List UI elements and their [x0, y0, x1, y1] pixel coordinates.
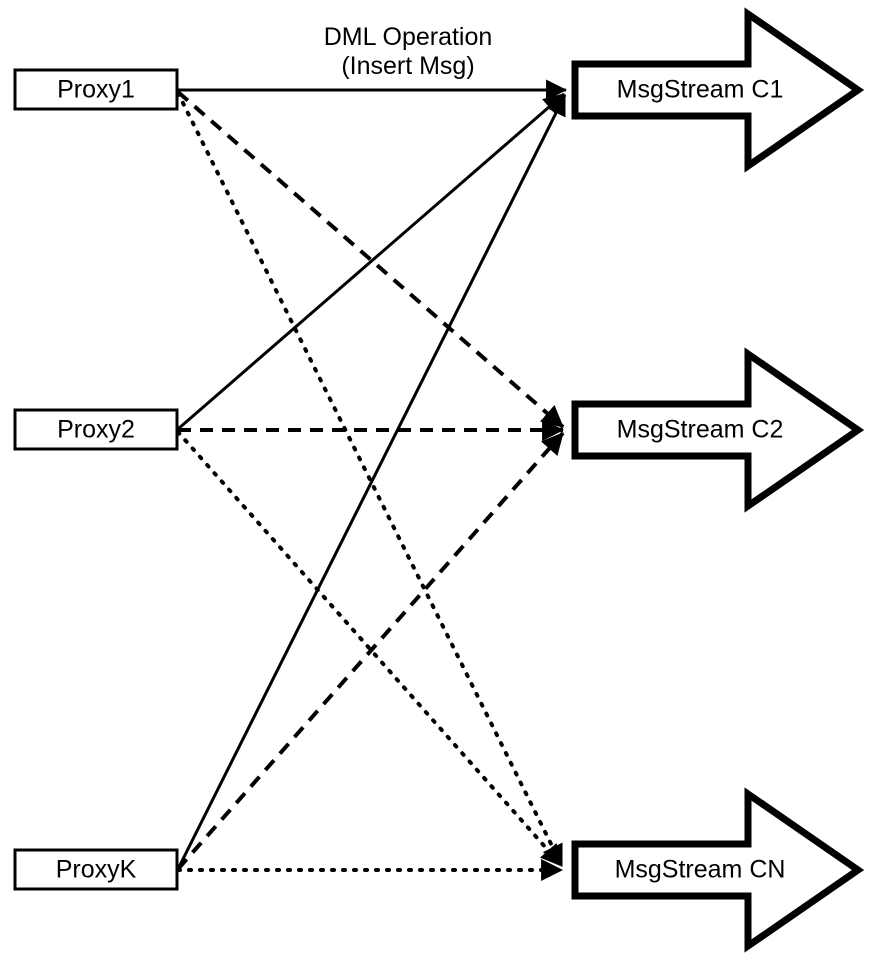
msgstream-cn-label: MsgStream CN — [615, 856, 786, 884]
edge-annotation-line2: (Insert Msg) — [341, 52, 474, 80]
node-proxy2[interactable]: Proxy2 — [13, 408, 179, 451]
msgstream-cn-arrow-shape[interactable] — [571, 787, 865, 953]
proxy2-label: Proxy2 — [57, 416, 135, 444]
proxyk-label: ProxyK — [56, 856, 137, 884]
proxy1-label: Proxy1 — [57, 76, 135, 104]
node-msgstream-cn[interactable]: MsgStream CN — [571, 787, 865, 953]
msgstream-c1-label: MsgStream C1 — [617, 76, 784, 104]
node-proxyk[interactable]: ProxyK — [13, 848, 179, 891]
edge-annotation-dml-operation: DML Operation (Insert Msg) — [324, 23, 493, 80]
edge-proxy2-to-msgstream-c1[interactable] — [177, 92, 565, 431]
edge-proxyk-to-msgstream-c2[interactable] — [176, 431, 565, 871]
proxyk-box[interactable] — [13, 848, 179, 891]
node-msgstream-c2[interactable]: MsgStream C2 — [571, 347, 865, 513]
edge-proxy1-to-msgstream-c2[interactable] — [176, 90, 565, 429]
edge-group-proxyk — [176, 94, 567, 881]
msgstream-c2-arrow-shape[interactable] — [571, 347, 865, 513]
msgstream-c2-label: MsgStream C2 — [617, 416, 784, 444]
node-msgstream-c1[interactable]: MsgStream C1 — [571, 7, 865, 173]
node-proxy1[interactable]: Proxy1 — [13, 68, 179, 111]
proxy1-box[interactable] — [13, 68, 179, 111]
edge-annotation-line1: DML Operation — [324, 23, 493, 51]
msgstream-c1-arrow-shape[interactable] — [571, 7, 865, 173]
edge-proxy1-to-msgstream-cn[interactable] — [176, 91, 564, 868]
proxy2-box[interactable] — [13, 408, 179, 451]
edge-proxyk-to-msgstream-c1[interactable] — [176, 94, 567, 870]
edge-group-proxy1 — [176, 79, 568, 868]
